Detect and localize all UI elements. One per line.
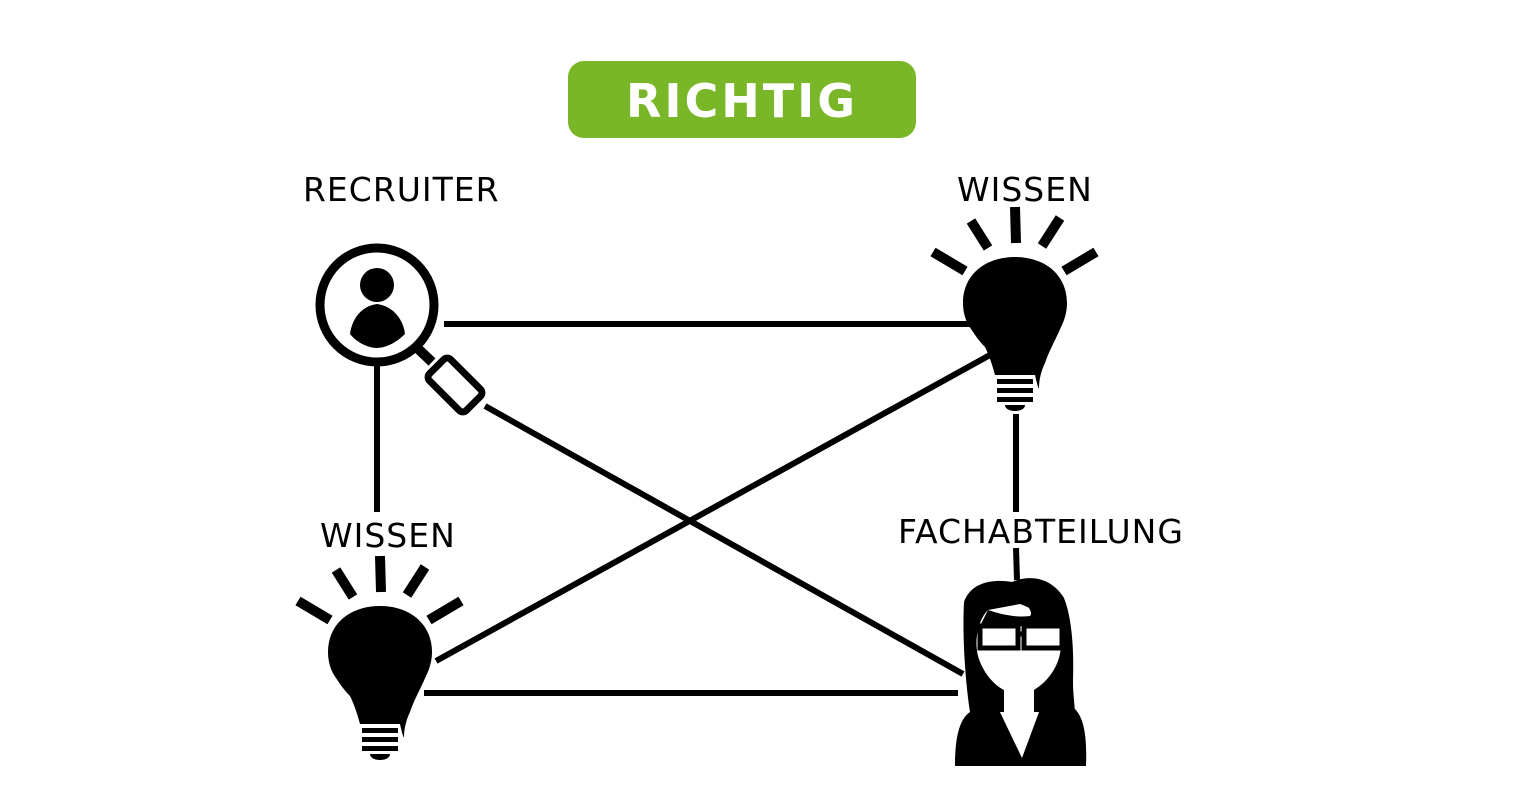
- recruiter-search-icon: [315, 243, 486, 416]
- lightbulb-icon-bottom: [295, 555, 464, 760]
- lightbulb-icon-top: [930, 206, 1099, 411]
- connection-lines: [374, 321, 1020, 696]
- wissen-top-label: WISSEN: [957, 170, 1093, 209]
- connector-wissen-top-wissen-bottom: [434, 352, 992, 664]
- wissen-bottom-label: WISSEN: [320, 516, 456, 555]
- person-head-icon: [360, 268, 394, 302]
- recruiter-label: RECRUITER: [303, 170, 500, 209]
- fachabteilung-label: FACHABTEILUNG: [898, 512, 1184, 551]
- person-body-icon: [350, 304, 405, 348]
- connector-label-fachabteilung: [1013, 547, 1020, 581]
- richtig-badge: RICHTIG: [568, 61, 916, 138]
- badge-label: RICHTIG: [625, 73, 859, 128]
- connector-recruiter-fachabteilung: [483, 403, 965, 677]
- woman-with-glasses-icon: [955, 578, 1087, 766]
